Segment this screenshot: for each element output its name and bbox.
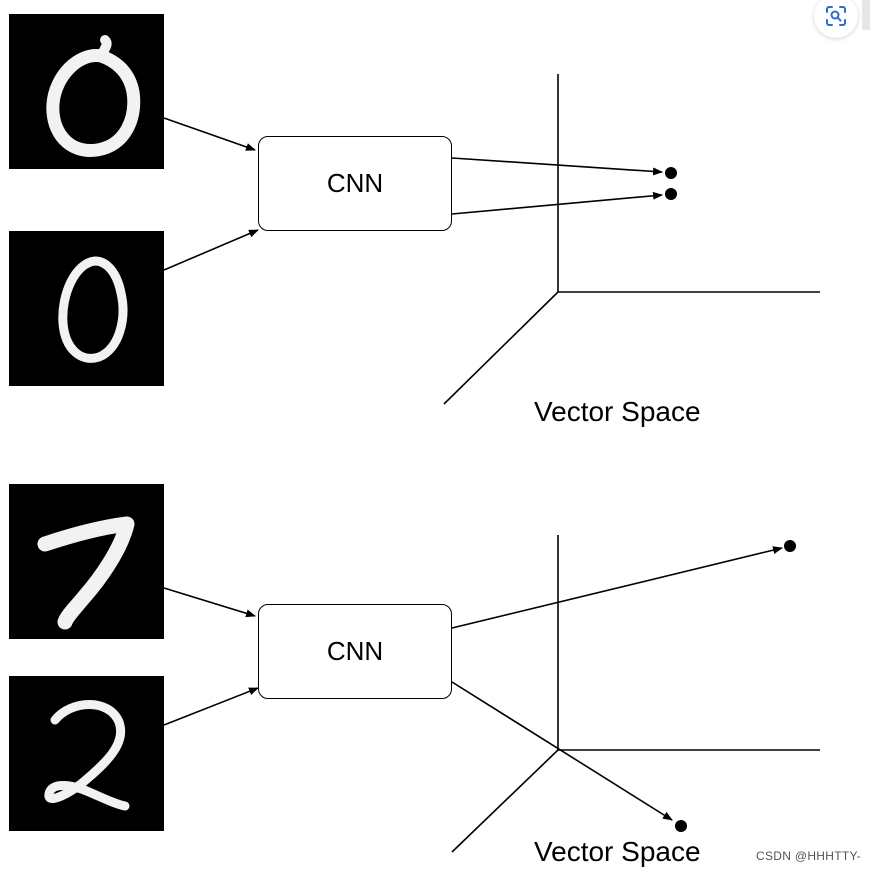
panel-similar (163, 74, 820, 405)
input-image-digit-two (9, 676, 164, 831)
arrow-input-top-to-cnn (163, 117, 256, 151)
arrow-input-bottom-to-cnn (163, 687, 259, 726)
embedding-point-b (675, 820, 687, 832)
cnn-block: CNN (258, 136, 452, 231)
scrollbar-strip (862, 0, 870, 30)
digit-two-drawing (44, 700, 130, 811)
digit-seven-drawing (37, 516, 135, 630)
arrow-input-bottom-to-cnn (163, 229, 259, 271)
axis-depth (451, 749, 559, 853)
input-image-digit-zero-a (9, 14, 164, 169)
panel-dissimilar (163, 535, 820, 853)
arrow-input-top-to-cnn (163, 587, 256, 618)
input-image-digit-seven (9, 484, 164, 639)
watermark: CSDN @HHHTTY- (756, 849, 861, 863)
digit-zero-drawing (46, 35, 141, 157)
cnn-block: CNN (258, 604, 452, 699)
cnn-label: CNN (326, 168, 384, 198)
input-image-digit-zero-b (9, 231, 164, 386)
vector-space-label: Vector Space (534, 396, 701, 427)
embedding-point-b (665, 188, 677, 200)
axis-depth (443, 291, 559, 405)
arrow-cnn-to-embedding-b (451, 191, 663, 215)
image-scan-icon (826, 6, 846, 26)
image-scan-button[interactable] (814, 0, 858, 38)
digit-zero-drawing (58, 256, 128, 363)
embedding-point-a (784, 540, 796, 552)
cnn-label: CNN (326, 636, 384, 666)
arrow-cnn-to-embedding-a (451, 546, 783, 629)
arrow-cnn-to-embedding-b (451, 681, 673, 821)
vector-space-label: Vector Space (534, 836, 701, 867)
arrow-cnn-to-embedding-a (451, 157, 663, 176)
embedding-point-a (665, 167, 677, 179)
